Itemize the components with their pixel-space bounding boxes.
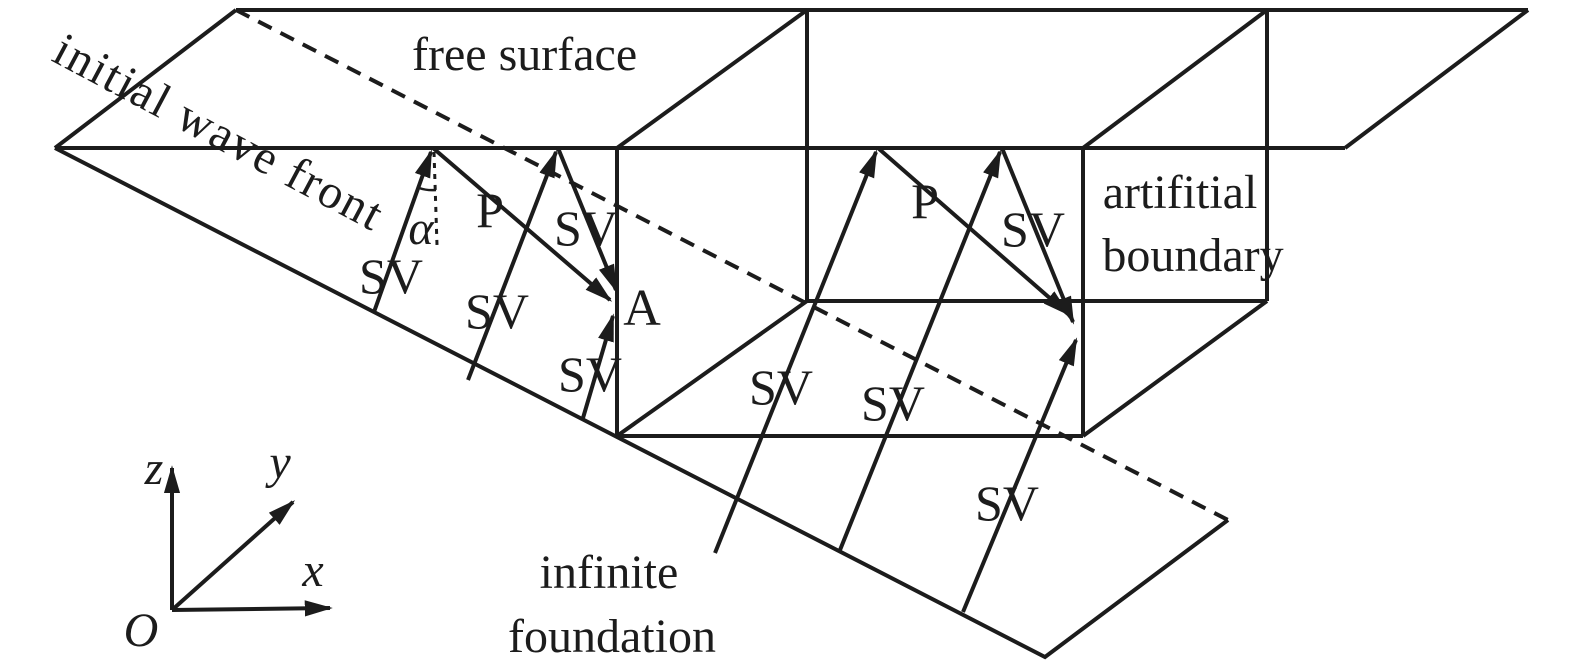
sv-ray-6-to-point-b bbox=[961, 337, 1078, 613]
wavefront-plane bbox=[54, 8, 1230, 660]
free-surface-plane bbox=[53, 8, 1530, 150]
boundary-box-back-face bbox=[805, 10, 1269, 303]
reflected-waves bbox=[431, 146, 1075, 325]
artificial-boundary-box bbox=[615, 8, 1269, 438]
sv-label-1: SV bbox=[359, 248, 423, 304]
incidence-angle-construction bbox=[418, 151, 439, 246]
incident-sv-rays bbox=[372, 149, 1078, 613]
label-infinite-foundation-line2: foundation bbox=[508, 610, 716, 663]
label-artificial-boundary-line2: boundary bbox=[1102, 229, 1283, 282]
sv-label-6: SV bbox=[975, 475, 1039, 531]
label-infinite-foundation-line1: infinite bbox=[540, 546, 679, 599]
axis-y-label: y bbox=[264, 436, 291, 489]
axis-x-label: x bbox=[301, 544, 323, 597]
coordinate-axes bbox=[163, 465, 333, 617]
alpha-angle-arc bbox=[418, 186, 437, 192]
boundary-box-depth-edges bbox=[615, 8, 1269, 438]
sv-reflected-left-label: SV bbox=[554, 200, 618, 256]
surface-normal-dashed bbox=[432, 151, 439, 246]
x-axis bbox=[171, 600, 333, 617]
p-reflected-left-label: P bbox=[476, 182, 504, 238]
axis-z-label: z bbox=[144, 442, 164, 495]
reflected-p-wave-right bbox=[876, 146, 1071, 316]
reflected-sv-wave-left bbox=[556, 147, 618, 293]
alpha-label: α bbox=[408, 202, 434, 255]
point-a-label: A bbox=[623, 280, 661, 337]
sv-ray-1 bbox=[372, 149, 433, 313]
label-artificial-boundary-line1: artifitial bbox=[1103, 166, 1258, 219]
sv-ray-5 bbox=[838, 149, 1002, 551]
origin-label: O bbox=[124, 604, 159, 657]
boundary-box-front-face bbox=[615, 148, 1085, 438]
p-reflected-right-label: P bbox=[911, 173, 939, 229]
sv-label-5: SV bbox=[861, 375, 925, 431]
y-axis bbox=[170, 500, 296, 612]
label-initial-wave-front: initial wave front bbox=[45, 23, 394, 242]
sv-ray-3-to-point-a bbox=[581, 313, 615, 419]
initial-wavefront-trace-dashed bbox=[235, 8, 1229, 522]
sv-label-4: SV bbox=[749, 359, 813, 415]
sv-label-3: SV bbox=[558, 346, 622, 402]
sv-label-2: SV bbox=[465, 283, 529, 339]
label-free-surface: free surface bbox=[412, 28, 637, 81]
sv-ray-2 bbox=[466, 149, 558, 381]
sv-ray-4 bbox=[713, 149, 878, 554]
wavefront-slope-edge bbox=[54, 146, 1230, 660]
free-surface-outline bbox=[53, 8, 1530, 150]
reflected-p-wave-left bbox=[431, 146, 613, 302]
sv-reflected-right-label: SV bbox=[1001, 201, 1065, 257]
reflected-sv-wave-right bbox=[1000, 147, 1075, 325]
